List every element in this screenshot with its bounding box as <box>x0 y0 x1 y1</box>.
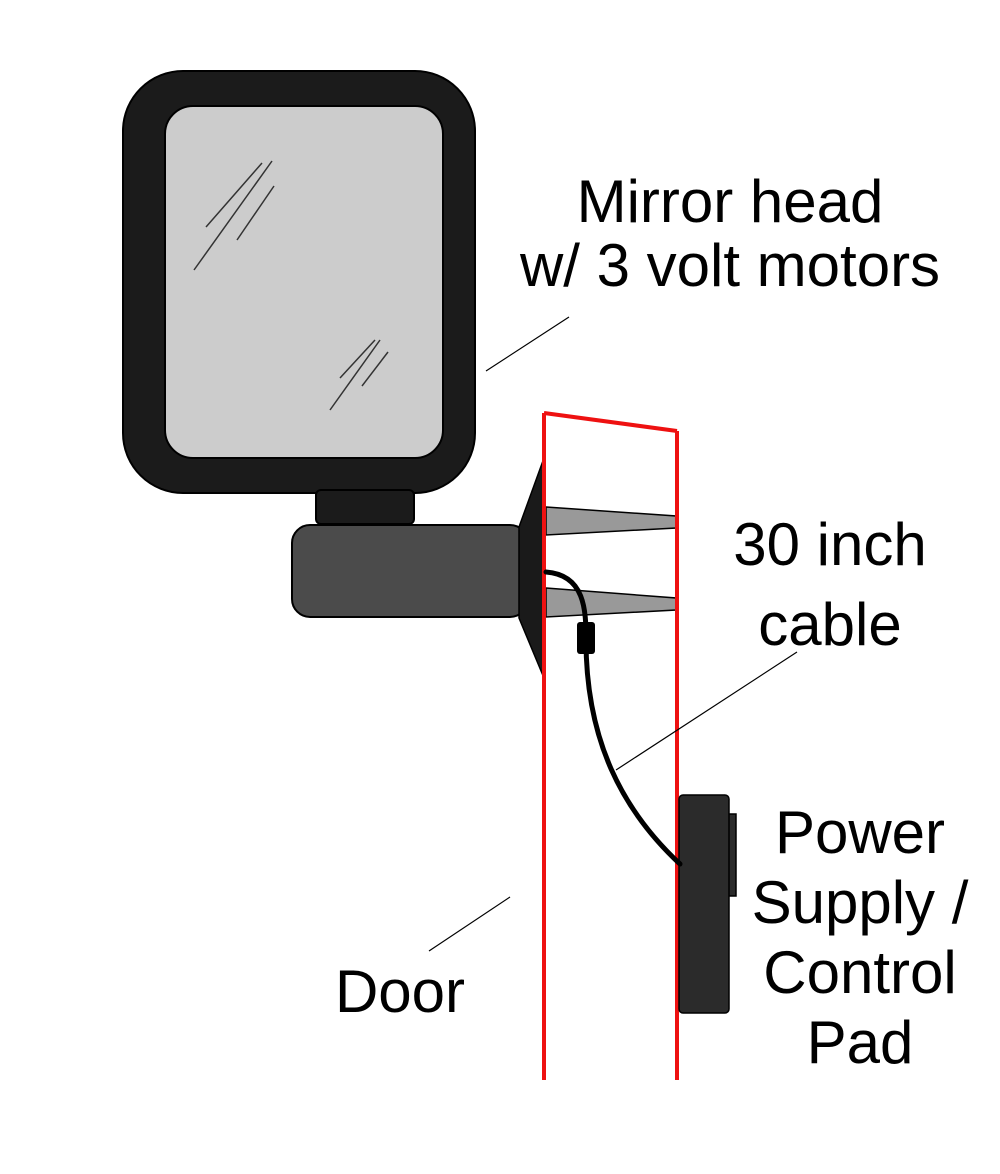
mount-post-upper <box>545 506 677 536</box>
cable-connector <box>577 622 595 654</box>
mirror-glass <box>164 105 444 459</box>
mount-post-lower <box>545 587 677 618</box>
label-cable-line-2: cable <box>758 591 902 658</box>
leader-line-door <box>428 896 511 952</box>
label-power-supply-line-1: Power <box>774 799 946 866</box>
label-power-supply-line-4: Pad <box>806 1009 914 1076</box>
mounting-flange <box>518 457 545 679</box>
label-mirror-head-line-1: Mirror head <box>576 168 884 235</box>
label-mirror-head-line-2: w/ 3 volt motors <box>519 232 941 299</box>
mirror-arm <box>291 524 529 618</box>
leader-line-cable <box>615 651 798 771</box>
label-door: Door <box>334 958 466 1025</box>
leader-line-mirror <box>485 316 570 372</box>
label-mirror-head: Mirror head w/ 3 volt motors <box>470 170 990 298</box>
cable <box>543 569 683 867</box>
leader-lines <box>428 316 798 952</box>
control-box-body <box>678 794 730 1014</box>
label-power-supply-line-3: Control <box>763 939 957 1006</box>
mirror-head <box>122 70 476 525</box>
cable-wire <box>543 569 683 867</box>
door-panel <box>542 411 679 1080</box>
glass-glare-marks <box>193 160 389 411</box>
label-cable: 30 inch cable <box>680 505 980 665</box>
label-cable-line-1: 30 inch <box>733 511 927 578</box>
label-power-supply: Power Supply / Control Pad <box>720 798 1000 1078</box>
label-power-supply-line-2: Supply / <box>751 869 969 936</box>
control-pad-box <box>678 794 737 1014</box>
mirror-neck <box>315 489 415 525</box>
